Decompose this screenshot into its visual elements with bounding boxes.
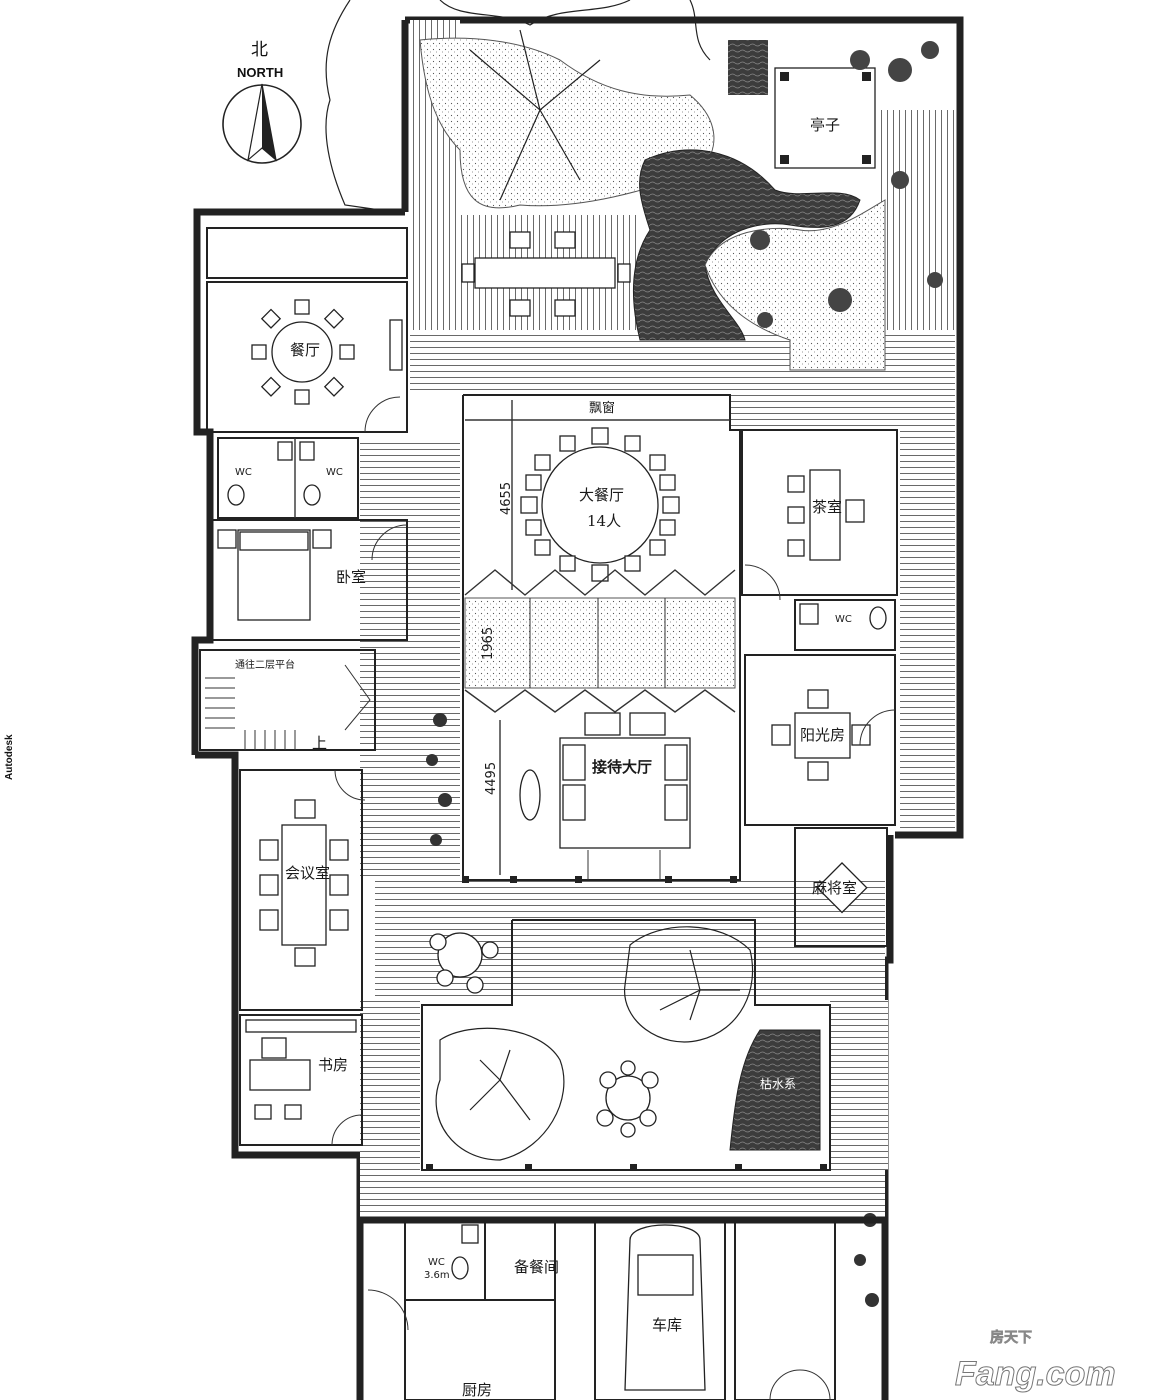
compass-en: NORTH bbox=[237, 65, 283, 80]
stair: 通往二层平台 上 bbox=[199, 649, 376, 752]
wc-height-label: 3.6m bbox=[424, 1270, 450, 1281]
wc-label-3: WC bbox=[835, 614, 852, 625]
compass: 北 NORTH bbox=[222, 40, 302, 164]
meeting-room: 会议室 bbox=[239, 769, 366, 1011]
north-garden: 亭子 bbox=[419, 29, 943, 371]
courtyard: 枯水系 bbox=[421, 919, 831, 1171]
dimension-2: 1965 bbox=[481, 627, 496, 660]
pergola-east bbox=[880, 110, 955, 330]
pantry-label: 备餐间 bbox=[514, 1258, 559, 1276]
pavilion bbox=[774, 67, 876, 169]
big-dining-room: 飘窗 大餐厅 14人 4655 bbox=[462, 394, 741, 881]
watermark-cn: 房天下 bbox=[990, 1329, 1032, 1346]
dining-chairs-ring bbox=[520, 427, 680, 582]
wc-label-2: WC bbox=[326, 467, 343, 478]
tea-room: 茶室 bbox=[741, 429, 898, 601]
study-label: 书房 bbox=[318, 1056, 348, 1074]
autodesk-label: Autodesk bbox=[4, 734, 15, 780]
wc-west: WC WC bbox=[217, 437, 359, 519]
bay-window-label: 飘窗 bbox=[589, 400, 615, 416]
stair-up-label: 上 bbox=[312, 734, 327, 752]
wc-label-4: WC bbox=[428, 1257, 445, 1268]
bedroom-label: 卧室 bbox=[336, 568, 366, 586]
gravel-band bbox=[464, 597, 736, 689]
compass-cn: 北 bbox=[251, 40, 268, 60]
big-dining-capacity: 14人 bbox=[587, 512, 621, 530]
wc-label-1: WC bbox=[235, 467, 252, 478]
south-deck bbox=[360, 1170, 885, 1220]
pavilion-label: 亭子 bbox=[810, 116, 840, 134]
watermark: 房天下 Fang.com bbox=[955, 1329, 1117, 1394]
courtyard-east-deck bbox=[830, 1000, 888, 1170]
dimension-1: 4655 bbox=[499, 482, 514, 515]
kitchen-label: 厨房 bbox=[462, 1381, 492, 1399]
courtyard-west-deck bbox=[360, 1000, 420, 1170]
garage-label: 车库 bbox=[652, 1316, 682, 1334]
landscape-label: 枯水系 bbox=[760, 1076, 796, 1091]
east-corridor-deck bbox=[900, 420, 955, 830]
reception-hall: 接待大厅 4495 bbox=[462, 689, 737, 883]
reception-label: 接待大厅 bbox=[592, 758, 652, 776]
study: 书房 bbox=[239, 1014, 363, 1146]
dining-label: 餐厅 bbox=[290, 341, 320, 359]
south-wing: WC 3.6m 备餐间 厨房 车库 bbox=[360, 1216, 885, 1400]
watermark-text: Fang.com bbox=[955, 1355, 1116, 1393]
tea-room-label: 茶室 bbox=[812, 498, 842, 516]
meeting-label: 会议室 bbox=[285, 864, 330, 882]
dining-room: 餐厅 bbox=[206, 227, 408, 433]
big-dining-label: 大餐厅 bbox=[579, 486, 624, 504]
wc-east: WC bbox=[794, 599, 896, 651]
sunroom: 阳光房 bbox=[744, 654, 896, 826]
dimension-3: 4495 bbox=[484, 762, 499, 795]
mahjong-label: 麻将室 bbox=[812, 879, 857, 897]
mahjong-room: 麻将室 bbox=[794, 827, 888, 947]
sunroom-label: 阳光房 bbox=[800, 726, 845, 744]
bedroom: 卧室 bbox=[211, 519, 408, 641]
tree-canopy-outline bbox=[325, 0, 711, 211]
stair-note: 通往二层平台 bbox=[235, 658, 295, 671]
